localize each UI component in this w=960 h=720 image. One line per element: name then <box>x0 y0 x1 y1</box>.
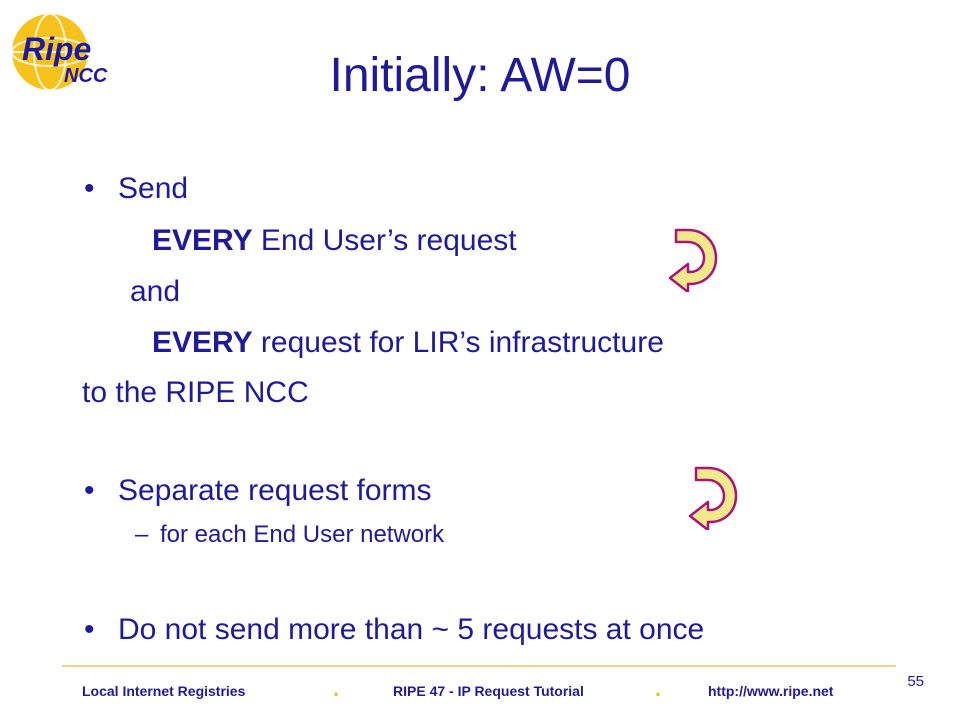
footer-rule <box>62 665 896 667</box>
line-do-not-send: Do not send more than ~ 5 requests at on… <box>118 613 705 646</box>
ripe-ncc-logo: Ripe NCC <box>6 8 136 98</box>
line-every-lir: EVERY request for LIR’s infrastructure <box>152 326 664 360</box>
footer-separator: . <box>333 676 340 701</box>
line-and: and <box>130 275 181 308</box>
every-bold-2: EVERY <box>152 326 253 359</box>
every-rest-2: request for LIR’s infrastructure <box>252 326 664 359</box>
page-number: 55 <box>907 673 924 690</box>
curved-arrow-icon <box>662 222 722 294</box>
curved-arrow-icon <box>682 460 742 532</box>
logo-ncc-text: NCC <box>64 65 108 87</box>
line-to-ripe: to the RIPE NCC <box>82 376 309 409</box>
bullet-marker: • <box>84 172 95 205</box>
footer-middle: RIPE 47 - IP Request Tutorial <box>393 683 584 699</box>
bullet-marker: • <box>84 474 95 507</box>
footer-url: http://www.ripe.net <box>708 683 834 699</box>
bullet-marker: • <box>84 613 95 646</box>
footer-separator: . <box>655 676 662 701</box>
every-bold-1: EVERY <box>152 224 253 257</box>
line-for-each: for each End User network <box>160 521 445 548</box>
dash-marker: – <box>135 521 149 548</box>
footer-left: Local Internet Registries <box>82 683 246 699</box>
every-rest-1: End User’s request <box>252 224 517 257</box>
line-send: Send <box>118 172 189 205</box>
slide-title: Initially: AW=0 <box>329 49 631 102</box>
line-every-end-user: EVERY End User’s request <box>152 224 517 258</box>
line-separate-forms: Separate request forms <box>118 474 432 507</box>
logo-ripe-text: Ripe <box>22 31 91 67</box>
